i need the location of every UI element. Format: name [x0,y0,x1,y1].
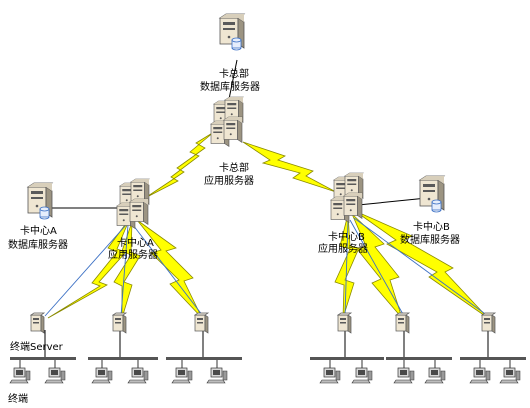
terminal-server-icon [481,312,496,334]
lightning-a-to-t1 [47,217,131,319]
center-a-db-label-line1: 卡中心A [20,224,57,237]
lightning-hq-to-b [242,141,337,193]
pc-drops [19,360,511,368]
hq-app-label-line1: 卡总部 [219,161,249,174]
center-a-db-server-icon [27,182,53,220]
wired-links [48,59,428,209]
hq-db-label-line1: 卡总部 [219,67,249,80]
blue-links [44,217,489,317]
center-b-app-label-line1: 卡中心B [328,230,365,243]
lan-bar-a2 [88,330,158,360]
workstation-icon [91,367,113,384]
lan-bar-a1 [10,330,76,360]
center-b-db-server-icon [419,175,445,213]
hq-db-label-line2: 数据库服务器 [200,80,260,93]
workstation-icon [9,367,31,384]
lan-bars [10,330,526,368]
hq-app-label-line2: 应用服务器 [204,174,254,187]
workstation-icon [469,367,491,384]
workstation-icon [44,367,66,384]
lan-bar-b3 [460,330,526,360]
center-a-app-label-line1: 卡中心A [117,236,154,249]
terminal-server-icon [194,312,209,334]
terminal-server-icon [395,312,410,334]
workstation-icon [424,367,446,384]
center-b-db-label-line1: 卡中心B [413,220,450,233]
terminal-server-icon [112,312,127,334]
hq-db-server-icon [219,13,245,51]
link-b-db-app [357,197,428,206]
terminal-server-icon [337,312,352,334]
workstation-icon [351,367,373,384]
terminal-server-label: 终端Server [10,340,64,353]
center-a-app-label-line2: 应用服务器 [108,248,158,261]
workstation-icon [206,367,228,384]
center-b-app-server-icon [330,172,364,223]
lan-bar-b2 [386,330,452,360]
center-b-db-label-line2: 数据库服务器 [400,233,460,246]
lightning-hq-to-a [144,131,215,199]
center-b-app-label-line2: 应用服务器 [318,242,368,255]
terminal-servers [30,312,496,334]
link-hq-db-app [227,59,238,105]
center-a-db-label-line2: 数据库服务器 [8,238,68,251]
workstation-icon [319,367,341,384]
workstation-icon [499,367,521,384]
lan-bar-b1 [310,330,384,360]
lan-bar-a3 [166,330,242,360]
workstation-icon [127,367,149,384]
center-a-app-server-icon [116,178,150,229]
terminal-label: 终端 [8,392,28,405]
workstation-icon [171,367,193,384]
workstation-icon [393,367,415,384]
hq-app-server-icon [210,96,244,147]
terminal-server-icon [30,312,45,334]
workstations [9,367,521,384]
lightning-a-to-t3 [136,219,203,319]
